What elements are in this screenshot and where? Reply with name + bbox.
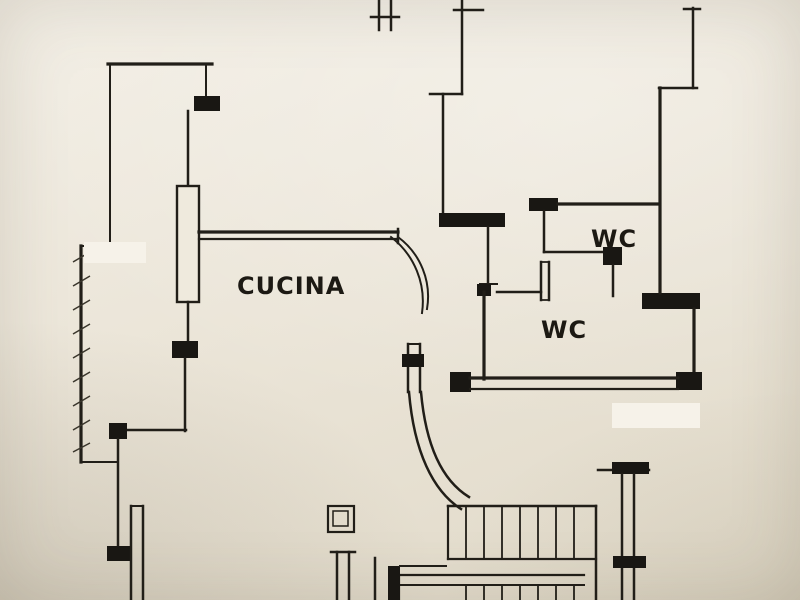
right-outer-wall xyxy=(657,6,702,390)
curved-corridor-wall xyxy=(402,342,471,511)
kitchen-wall xyxy=(197,227,400,245)
room-label-wc-lower: WC xyxy=(541,316,587,344)
wc-bottom-wall xyxy=(450,372,680,392)
bottom-left-walls xyxy=(329,550,447,600)
room-label-cucina: CUCINA xyxy=(237,272,345,300)
hatched-outer-wall xyxy=(72,244,119,464)
room-label-wc-upper: WC xyxy=(591,225,637,253)
whiteout-patches xyxy=(84,242,700,428)
fixture-square xyxy=(326,504,356,534)
wc-lower-walls xyxy=(477,284,543,381)
top-center-walls xyxy=(369,0,505,286)
kitchen-door-arc xyxy=(389,235,430,315)
upper-left-walls xyxy=(106,62,220,600)
wc-upper-walls xyxy=(529,198,700,309)
bottom-right-walls xyxy=(596,462,651,600)
staircase xyxy=(397,504,598,600)
wc-divider-wall xyxy=(539,260,551,302)
